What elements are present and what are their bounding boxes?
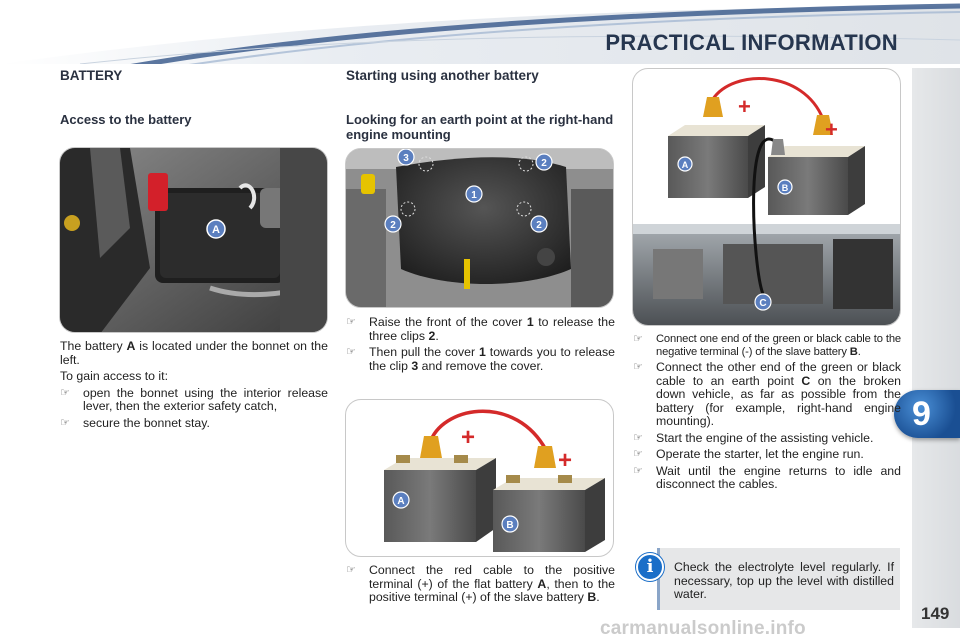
chapter-side-tab xyxy=(912,68,960,628)
right-step-negative-terminal: Connect one end of the green or black ca… xyxy=(633,333,901,358)
info-text: Check the electrolyte level regularly. I… xyxy=(674,560,894,601)
illus2-plus-b: + xyxy=(825,117,838,142)
page-header: PRACTICAL INFORMATION xyxy=(0,0,960,64)
section-title-battery: BATTERY xyxy=(60,68,123,83)
illus-plus-a: + xyxy=(461,424,475,451)
info-box xyxy=(657,548,900,610)
watermark: carmanualsonline.info xyxy=(600,618,806,639)
photo-label-2c: 2 xyxy=(536,220,542,231)
chapter-badge[interactable]: 9 xyxy=(894,390,960,438)
middle-step-red-cable: Connect the red cable to the positive te… xyxy=(346,563,615,605)
photo-label-3: 3 xyxy=(403,153,409,164)
photo-engine-cover: 1 2 2 2 3 xyxy=(345,148,614,308)
subtitle-access-battery: Access to the battery xyxy=(60,112,192,127)
illus2-label-a: A xyxy=(682,160,689,170)
illustration-red-cable: + + A B xyxy=(345,399,614,557)
photo-label-1: 1 xyxy=(471,190,477,201)
middle-step-remove-cover: Then pull the cover 1 towards you to rel… xyxy=(346,345,615,373)
info-icon: i xyxy=(636,553,664,581)
illus2-plus-a: + xyxy=(738,94,751,119)
middle-steps-top: Raise the front of the cover 1 to releas… xyxy=(346,315,615,376)
middle-steps-bottom: Connect the red cable to the positive te… xyxy=(346,563,615,608)
illus2-label-c: C xyxy=(759,298,766,309)
left-body-text: The battery A is located under the bonne… xyxy=(60,339,328,433)
left-step-1: open the bonnet using the interior relea… xyxy=(60,386,328,414)
illustration-earth-point: + + A B C xyxy=(632,68,901,326)
page-title: PRACTICAL INFORMATION xyxy=(605,30,898,55)
photo-label-2a: 2 xyxy=(541,158,547,169)
photo-label-a: A xyxy=(212,224,220,236)
illus-label-a: A xyxy=(397,496,404,507)
page-number: 149 xyxy=(921,604,950,623)
illus-plus-b: + xyxy=(558,447,572,474)
access-intro-text: To gain access to it: xyxy=(60,369,168,383)
battery-location-text: The battery A is located under the bonne… xyxy=(60,339,328,367)
right-steps: Connect one end of the green or black ca… xyxy=(633,333,901,495)
header-swoosh xyxy=(0,3,960,64)
photo-battery-location: A xyxy=(59,147,328,333)
subtitle-earth-point: Looking for an earth point at the right-… xyxy=(346,112,614,142)
right-step-disconnect: Wait until the engine returns to idle an… xyxy=(633,464,901,492)
illus-label-b: B xyxy=(506,520,513,531)
right-step-start-assisting: Start the engine of the assisting vehicl… xyxy=(633,431,901,446)
section-title-starting: Starting using another battery xyxy=(346,68,539,83)
right-step-earth-point: Connect the other end of the green or bl… xyxy=(633,360,901,429)
right-step-operate-starter: Operate the starter, let the engine run. xyxy=(633,447,901,462)
photo-label-2b: 2 xyxy=(390,220,396,231)
middle-step-raise-cover: Raise the front of the cover 1 to releas… xyxy=(346,315,615,343)
left-step-2: secure the bonnet stay. xyxy=(60,416,328,431)
illus2-label-b: B xyxy=(782,183,789,193)
